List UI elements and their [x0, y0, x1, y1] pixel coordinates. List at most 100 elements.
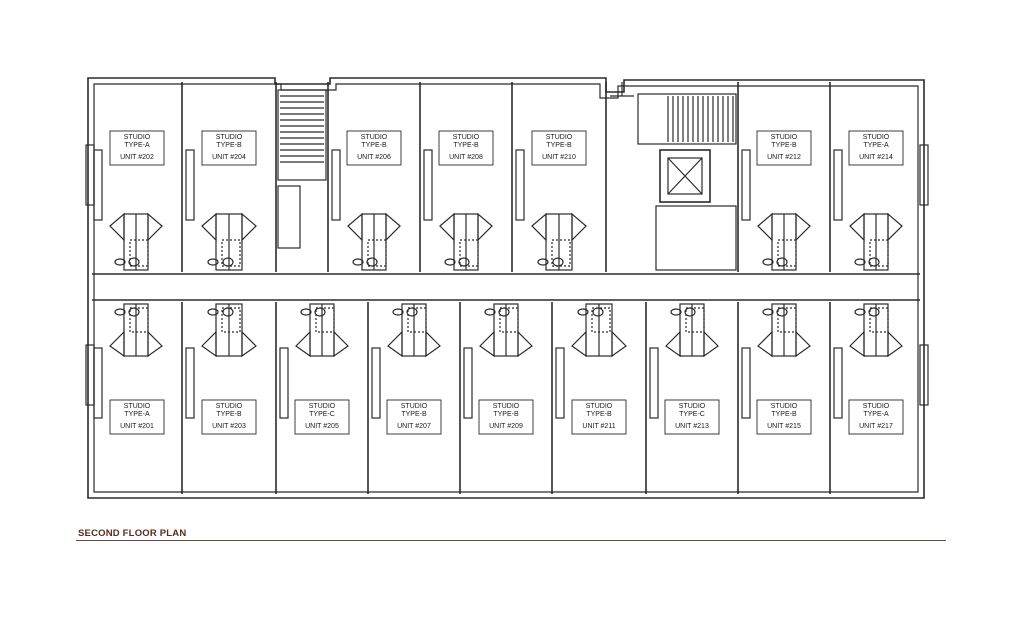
stair-landing [277, 185, 301, 249]
unit-label-type-line1: STUDIO [863, 403, 890, 410]
sink [114, 308, 126, 316]
sink [670, 308, 682, 316]
kitchenette [741, 347, 751, 419]
kitchenette [833, 347, 843, 419]
toilet [552, 257, 564, 267]
unit-label-box [294, 399, 350, 435]
kitchenette [331, 149, 341, 221]
closet-angle [201, 330, 217, 358]
unit-label-type-line2: TYPE-A [124, 142, 150, 149]
closet-angle [439, 212, 455, 242]
shower [367, 239, 387, 267]
unit-label-type-line2: TYPE-A [863, 142, 889, 149]
toilet [406, 307, 418, 317]
closet-angle [479, 330, 495, 358]
unit-label-type-line2: TYPE-B [216, 411, 242, 418]
unit-label-unit: UNIT #214 [859, 154, 893, 161]
unit-label-type-line1: STUDIO [863, 134, 890, 141]
shower [407, 307, 427, 333]
unit-label-unit: UNIT #204 [212, 154, 246, 161]
unit-label-type-line2: TYPE-A [124, 411, 150, 418]
shower [869, 307, 889, 333]
kitchenette [371, 347, 381, 419]
toilet [776, 307, 788, 317]
shower [129, 307, 149, 333]
stair-right [637, 93, 737, 145]
unit-label-unit: UNIT #213 [675, 423, 709, 430]
shower [777, 307, 797, 333]
closet-angle [385, 212, 401, 242]
kitchenette [93, 347, 103, 419]
unit-label-unit: UNIT #208 [449, 154, 483, 161]
closet-angle [347, 212, 363, 242]
toilet [222, 257, 234, 267]
unit-label-box [201, 399, 257, 435]
unit-label-type-line1: STUDIO [216, 134, 243, 141]
unit-label-type-line1: STUDIO [586, 403, 613, 410]
unit-label-type-line1: STUDIO [124, 134, 151, 141]
unit-label-unit: UNIT #211 [582, 423, 615, 430]
unit-label-type-line1: STUDIO [361, 134, 388, 141]
kitchenette [279, 347, 289, 419]
closet-angle [477, 212, 493, 242]
toilet [366, 257, 378, 267]
unit-label-box [346, 130, 402, 166]
toilet [222, 307, 234, 317]
unit-label-type-line1: STUDIO [401, 403, 428, 410]
unit-label-type-line2: TYPE-B [216, 142, 242, 149]
sink [577, 308, 589, 316]
sink [300, 308, 312, 316]
sink [854, 258, 866, 266]
closet-angle [517, 330, 533, 358]
kitchenette [515, 149, 525, 221]
toilet [868, 307, 880, 317]
kitchenette [423, 149, 433, 221]
closet-angle [887, 212, 903, 242]
closet-angle [425, 330, 441, 358]
unit-label-box [531, 130, 587, 166]
closet-angle [703, 330, 719, 358]
toilet [592, 307, 604, 317]
stair-left [277, 89, 327, 181]
kitchenette [185, 347, 195, 419]
unit-label-type-line1: STUDIO [679, 403, 706, 410]
toilet [314, 307, 326, 317]
unit-label-box [756, 399, 812, 435]
closet-angle [241, 212, 257, 242]
kitchenette [555, 347, 565, 419]
storage-room [655, 205, 737, 271]
unit-label-box [109, 130, 165, 166]
sink [762, 258, 774, 266]
unit-label-type-line1: STUDIO [309, 403, 336, 410]
sink [762, 308, 774, 316]
shower [129, 239, 149, 267]
sink [392, 308, 404, 316]
unit-label-box [386, 399, 442, 435]
unit-label-unit: UNIT #215 [767, 423, 801, 430]
unit-label-type-line2: TYPE-B [453, 142, 479, 149]
unit-label-unit: UNIT #201 [120, 423, 154, 430]
toilet [458, 257, 470, 267]
elevator-x [667, 157, 703, 195]
closet-angle [147, 330, 163, 358]
unit-label-unit: UNIT #207 [397, 423, 431, 430]
closet-angle [571, 212, 587, 242]
closet-angle [109, 330, 125, 358]
kitchenette [93, 149, 103, 221]
closet-angle [849, 330, 865, 358]
unit-label-type-line2: TYPE-B [361, 142, 387, 149]
unit-label-type-line2: TYPE-B [546, 142, 572, 149]
kitchenette [833, 149, 843, 221]
